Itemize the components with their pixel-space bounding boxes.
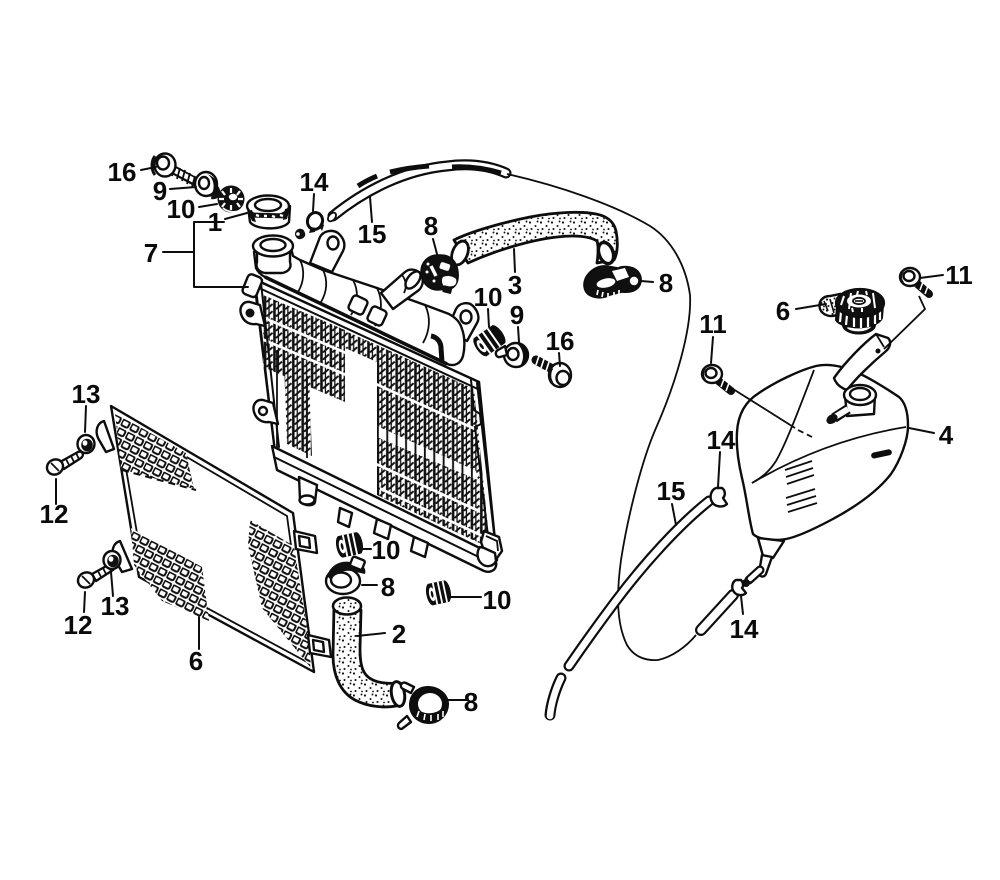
svg-text:14: 14 — [300, 167, 329, 197]
svg-text:12: 12 — [64, 610, 93, 640]
svg-text:12: 12 — [40, 499, 69, 529]
svg-text:16: 16 — [546, 326, 575, 356]
svg-text:14: 14 — [730, 614, 759, 644]
svg-text:7: 7 — [144, 238, 158, 268]
svg-text:10: 10 — [483, 585, 512, 615]
svg-text:14: 14 — [707, 425, 736, 455]
svg-text:8: 8 — [464, 687, 478, 717]
svg-text:3: 3 — [508, 270, 522, 300]
svg-text:10: 10 — [474, 282, 503, 312]
svg-text:9: 9 — [153, 176, 167, 206]
svg-text:15: 15 — [358, 219, 387, 249]
svg-text:6: 6 — [189, 646, 203, 676]
svg-text:15: 15 — [657, 476, 686, 506]
svg-text:2: 2 — [392, 619, 406, 649]
svg-text:10: 10 — [372, 535, 401, 565]
svg-text:6: 6 — [776, 296, 790, 326]
svg-text:9: 9 — [510, 300, 524, 330]
svg-text:10: 10 — [167, 194, 196, 224]
svg-text:8: 8 — [381, 572, 395, 602]
svg-text:8: 8 — [659, 268, 673, 298]
svg-text:16: 16 — [108, 157, 137, 187]
svg-text:11: 11 — [699, 309, 727, 339]
svg-text:13: 13 — [72, 379, 101, 409]
svg-text:11: 11 — [945, 260, 973, 290]
svg-text:4: 4 — [939, 420, 954, 450]
svg-text:13: 13 — [101, 591, 130, 621]
svg-text:8: 8 — [424, 211, 438, 241]
